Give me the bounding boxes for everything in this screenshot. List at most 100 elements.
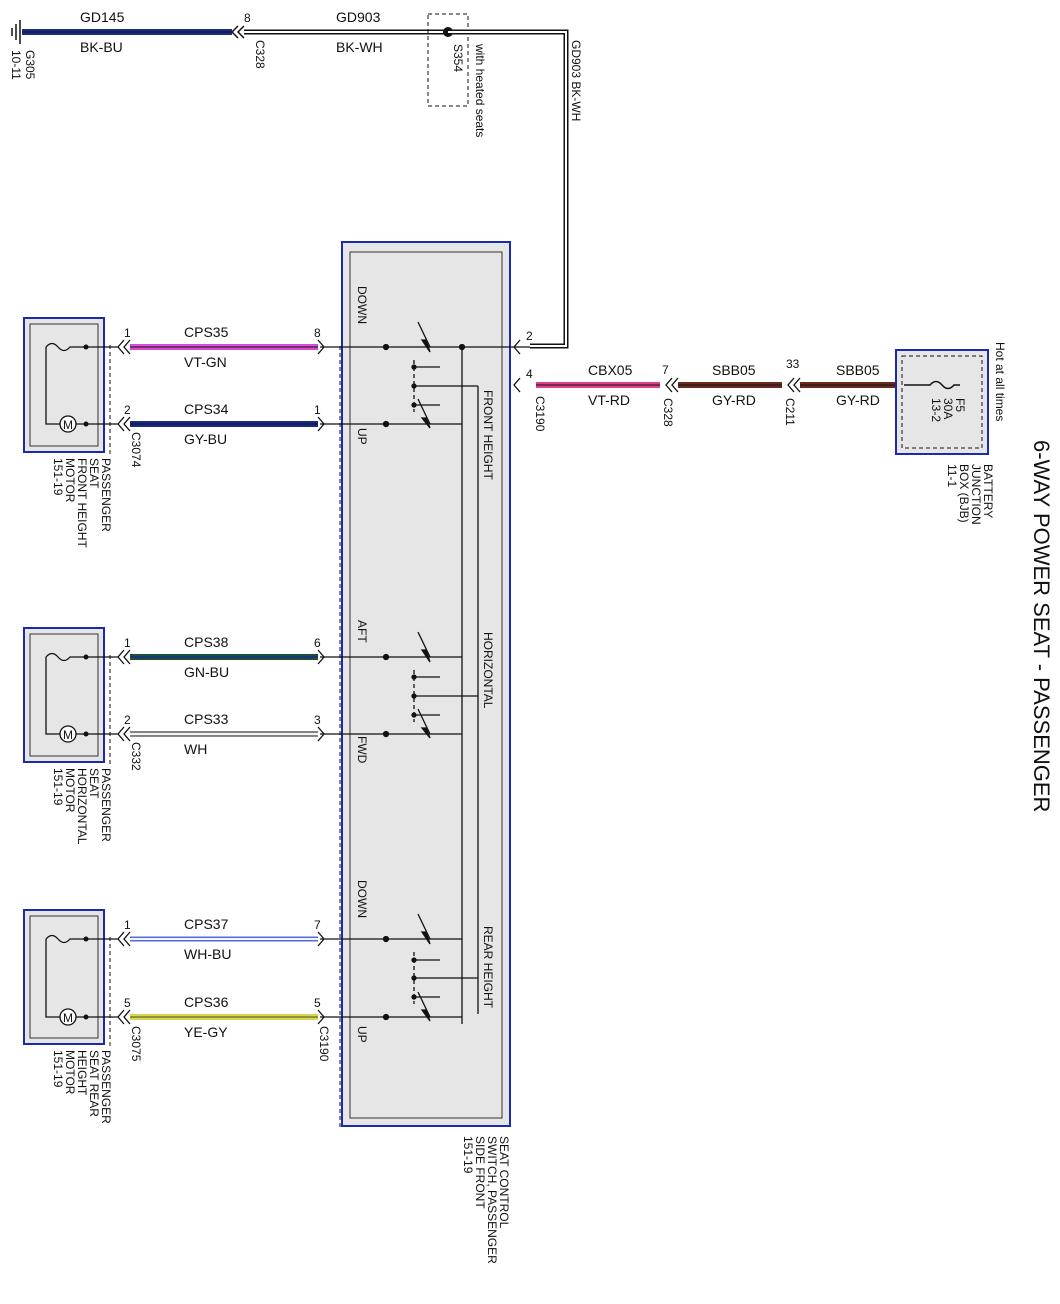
switch-contacts-rear: [320, 913, 478, 1022]
m2-name-5: 151-19: [51, 768, 65, 806]
motor-1-symbol: M: [63, 418, 73, 432]
pos-fwd: FWD: [355, 736, 369, 764]
m1-w1-motor-pin: 1: [124, 326, 131, 340]
diagram-title: 6-WAY POWER SEAT - PASSENGER: [1029, 440, 1054, 812]
m3-connector: C3075: [129, 1026, 143, 1062]
bjb-line-3: BOX (BJB): [957, 464, 971, 523]
bjb-line-2: JUNCTION: [969, 464, 983, 525]
connector-c328-top: [230, 25, 239, 39]
fuse-line-3: 13-2: [929, 398, 943, 422]
m2-w1-color: GN-BU: [184, 664, 229, 680]
seat-switch-inner: [349, 251, 503, 1119]
wire-sbb05-b-color: GY-RD: [836, 392, 880, 408]
m3-name-2: SEAT REAR: [87, 1050, 101, 1117]
m3-w1-color: WH-BU: [184, 946, 231, 962]
m3-w1-motor-pin: 1: [124, 918, 131, 932]
power-pin-7: 7: [662, 363, 669, 377]
m3-name-1: PASSENGER: [99, 1050, 113, 1124]
wire-sbb05-a-circuit: SBB05: [712, 362, 756, 378]
ground-ref: 10-11: [9, 50, 23, 80]
bjb-line-4: 11-1: [945, 464, 959, 487]
bjb-box: [895, 349, 989, 455]
section-front-height: FRONT HEIGHT: [481, 390, 495, 480]
motor-2-symbol: M: [63, 728, 73, 742]
m2-name-1: PASSENGER: [99, 768, 113, 842]
power-conn-c328: C328: [661, 398, 675, 427]
m3-w2-color: YE-GY: [184, 1024, 228, 1040]
wire-gd145-circuit: GD145: [80, 9, 125, 25]
power-conn-c211: C211: [783, 398, 797, 426]
wire-cbx05-circuit: CBX05: [588, 362, 633, 378]
wire-gd145-color: BK-BU: [80, 39, 123, 55]
m1-name-5: 151-19: [51, 458, 65, 496]
m1-name-4: MOTOR: [63, 458, 77, 503]
fuse-line-2: 30A: [941, 398, 955, 419]
motor-front-height: M: [23, 317, 111, 455]
wire-gd903-riser-label: GD903 BK-WH: [569, 40, 583, 121]
m2-name-4: MOTOR: [63, 768, 77, 813]
wire-gd903-circuit: GD903: [336, 9, 381, 25]
pos-down-2: DOWN: [355, 880, 369, 918]
wire-sbb05-b-circuit: SBB05: [836, 362, 880, 378]
switch-name-4: 151-19: [461, 1136, 475, 1174]
m1-w2-motor-pin: 2: [124, 403, 131, 417]
connector-c328-pin: 8: [244, 11, 251, 25]
switch-pin-4: 4: [526, 367, 533, 381]
m1-w2-switch-pin: 1: [314, 403, 321, 417]
m1-w1-color: VT-GN: [184, 354, 227, 370]
m3-name-4: MOTOR: [63, 1050, 77, 1095]
wire-cbx05-color: VT-RD: [588, 392, 630, 408]
m1-name-1: PASSENGER: [99, 458, 113, 532]
splice-box: [427, 13, 469, 107]
wire-gd903-color: BK-WH: [336, 39, 383, 55]
hot-at-all-times: Hot at all times: [993, 342, 1007, 421]
m1-name-2: SEAT: [87, 458, 101, 489]
m3-name-5: 151-19: [51, 1050, 65, 1088]
m2-w2-color: WH: [184, 741, 207, 757]
ground-name: G305: [23, 50, 37, 80]
switch-name-2: SWITCH, PASSENGER: [485, 1136, 499, 1264]
m2-w1-switch-pin: 6: [314, 636, 321, 650]
switch-name-1: SEAT CONTROL: [497, 1136, 511, 1229]
m3-name-3: HEIGHT: [75, 1050, 89, 1096]
switch-connector-label: C3190: [533, 396, 547, 432]
section-horizontal: HORIZONTAL: [481, 632, 495, 709]
m3-switch-connector: C3190: [317, 1026, 331, 1062]
m3-w2-switch-pin: 5: [314, 996, 321, 1010]
m2-name-2: SEAT: [87, 768, 101, 799]
splice-label: S354: [451, 44, 465, 72]
m2-w2-switch-pin: 3: [314, 713, 321, 727]
motor-rear-height: M: [23, 909, 111, 1047]
bjb-line-1: BATTERY: [981, 464, 995, 518]
connector-c328-label: C328: [253, 40, 267, 69]
m1-w1-switch-pin: 8: [314, 326, 321, 340]
m1-w2-circuit: CPS34: [184, 401, 229, 417]
m3-w2-circuit: CPS36: [184, 994, 229, 1010]
fuse-line-1: F5: [953, 398, 967, 412]
switch-pin-2: 2: [526, 329, 533, 343]
m2-w2-motor-pin: 2: [124, 713, 131, 727]
m1-name-3: FRONT HEIGHT: [75, 458, 89, 548]
splice-note: with heated seats: [473, 43, 487, 137]
m3-w2-motor-pin: 5: [124, 996, 131, 1010]
m1-w1-circuit: CPS35: [184, 324, 229, 340]
m2-connector: C332: [129, 742, 143, 771]
wire-sbb05-a-color: GY-RD: [712, 392, 756, 408]
ground-symbol: [11, 20, 21, 44]
pos-up-2: UP: [355, 1026, 369, 1043]
m1-w2-color: GY-BU: [184, 431, 227, 447]
section-rear-height: REAR HEIGHT: [481, 926, 495, 1009]
m3-w1-circuit: CPS37: [184, 916, 229, 932]
fuse-symbol: [904, 380, 960, 390]
m3-w1-switch-pin: 7: [314, 918, 321, 932]
pos-up-1: UP: [355, 428, 369, 445]
power-pin-33: 33: [786, 357, 800, 371]
m2-w1-motor-pin: 1: [124, 636, 131, 650]
motor-horizontal: M: [23, 627, 111, 765]
m2-w2-circuit: CPS33: [184, 711, 229, 727]
pos-aft: AFT: [355, 620, 369, 643]
pos-down-1: DOWN: [355, 286, 369, 324]
m1-connector: C3074: [129, 432, 143, 468]
switch-contacts-front: [320, 321, 530, 1024]
